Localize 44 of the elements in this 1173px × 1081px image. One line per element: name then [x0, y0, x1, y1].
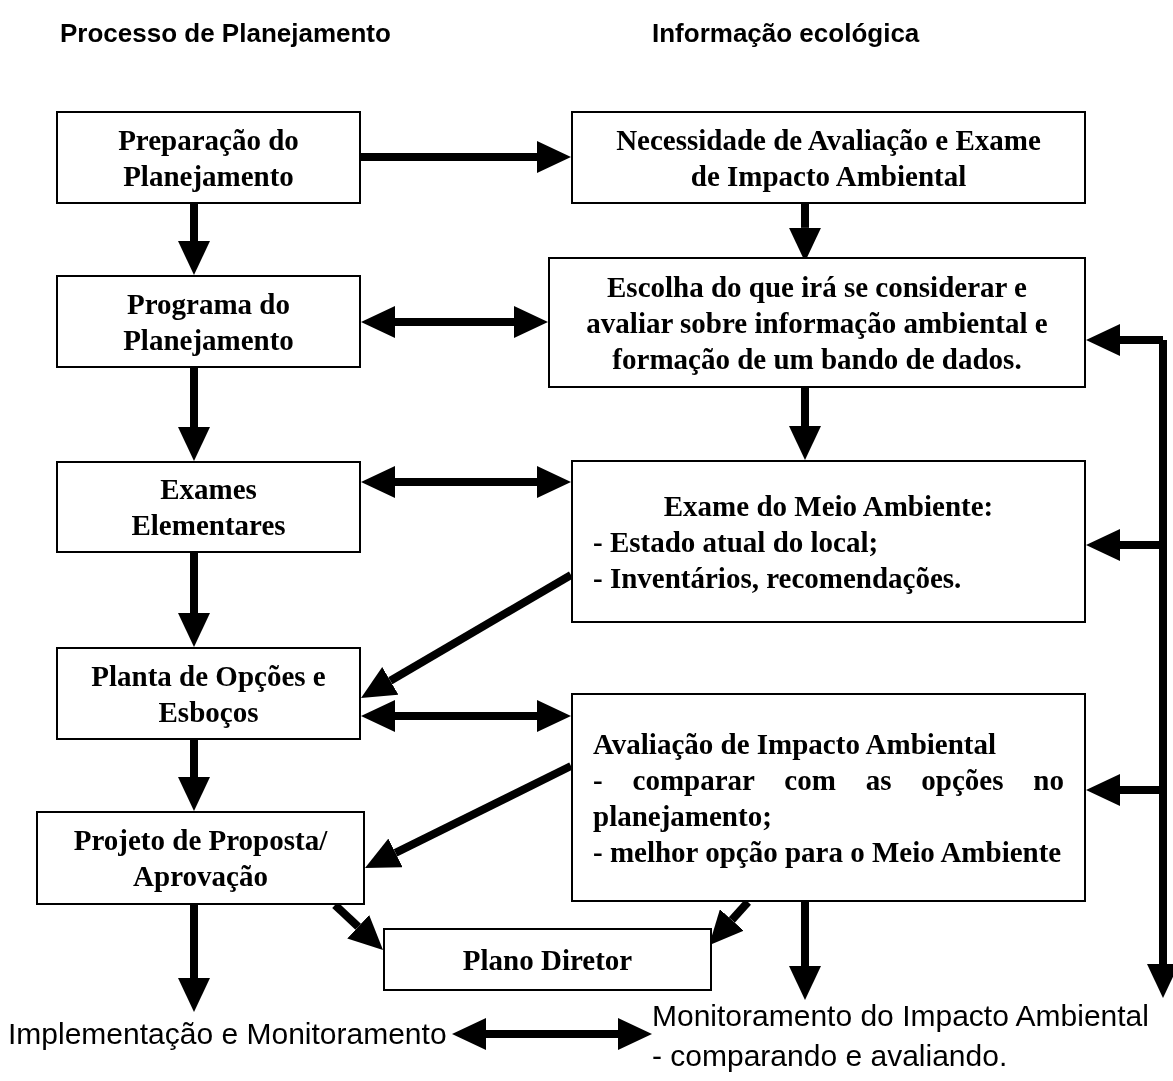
process-box: [36, 811, 365, 905]
arrow: [178, 368, 210, 461]
process-box: [548, 257, 1086, 388]
process-box: [383, 928, 712, 991]
process-box: [571, 460, 1086, 623]
node-text: - Estado atual do local;: [593, 524, 880, 560]
node-text: Escolha do que irá se considerar e avaliar sobre informação ambiental e formação de um bando de dados.: [585, 269, 1049, 377]
node-text: Exame do Meio Ambiente:: [662, 488, 995, 524]
arrow: [452, 1018, 652, 1050]
arrow: [789, 388, 821, 460]
arrow: [178, 905, 210, 1012]
arrow: [1147, 340, 1173, 998]
arrow: [178, 204, 210, 275]
arrow: [1086, 324, 1163, 356]
process-box: [56, 647, 361, 740]
node-text: Projeto de Proposta/ Aprovação: [72, 823, 329, 894]
arrow: [361, 306, 548, 338]
node-text: - comparando e avaliando.: [652, 1038, 1009, 1074]
arrow: [361, 700, 571, 732]
node-text: Monitoramento do Impacto Ambiental: [652, 998, 1150, 1034]
arrow: [365, 762, 573, 868]
column-heading: Informação ecológica: [652, 17, 920, 50]
arrow: [178, 553, 210, 647]
process-box: [571, 693, 1086, 902]
node-text: - comparar com as opções no planejamento;: [593, 762, 1064, 834]
arrow: [361, 466, 571, 498]
arrow: [361, 141, 571, 173]
node-text: Plano Diretor: [462, 942, 633, 978]
node-text: Exames Elementares: [130, 472, 287, 543]
process-box: [56, 111, 361, 204]
node-text: Necessidade de Avaliação e Exame de Impacto Ambiental: [615, 122, 1042, 194]
node-text: Planta de Opções e Esboços: [90, 658, 327, 730]
arrow: [178, 740, 210, 811]
column-heading: Processo de Planejamento: [60, 17, 391, 50]
process-box: [571, 111, 1086, 204]
arrow: [789, 902, 821, 1000]
process-box: [56, 275, 361, 368]
process-box: [56, 461, 361, 553]
node-text: - melhor opção para o Meio Ambiente: [593, 834, 1063, 870]
node-text: Preparação do Planejamento: [117, 122, 300, 194]
node-text: Avaliação de Impacto Ambiental: [593, 726, 998, 762]
node-text: - Inventários, recomendações.: [593, 560, 963, 596]
node-text: Implementação e Monitoramento: [8, 1016, 448, 1052]
node-text: Programa do Planejamento: [122, 286, 295, 358]
